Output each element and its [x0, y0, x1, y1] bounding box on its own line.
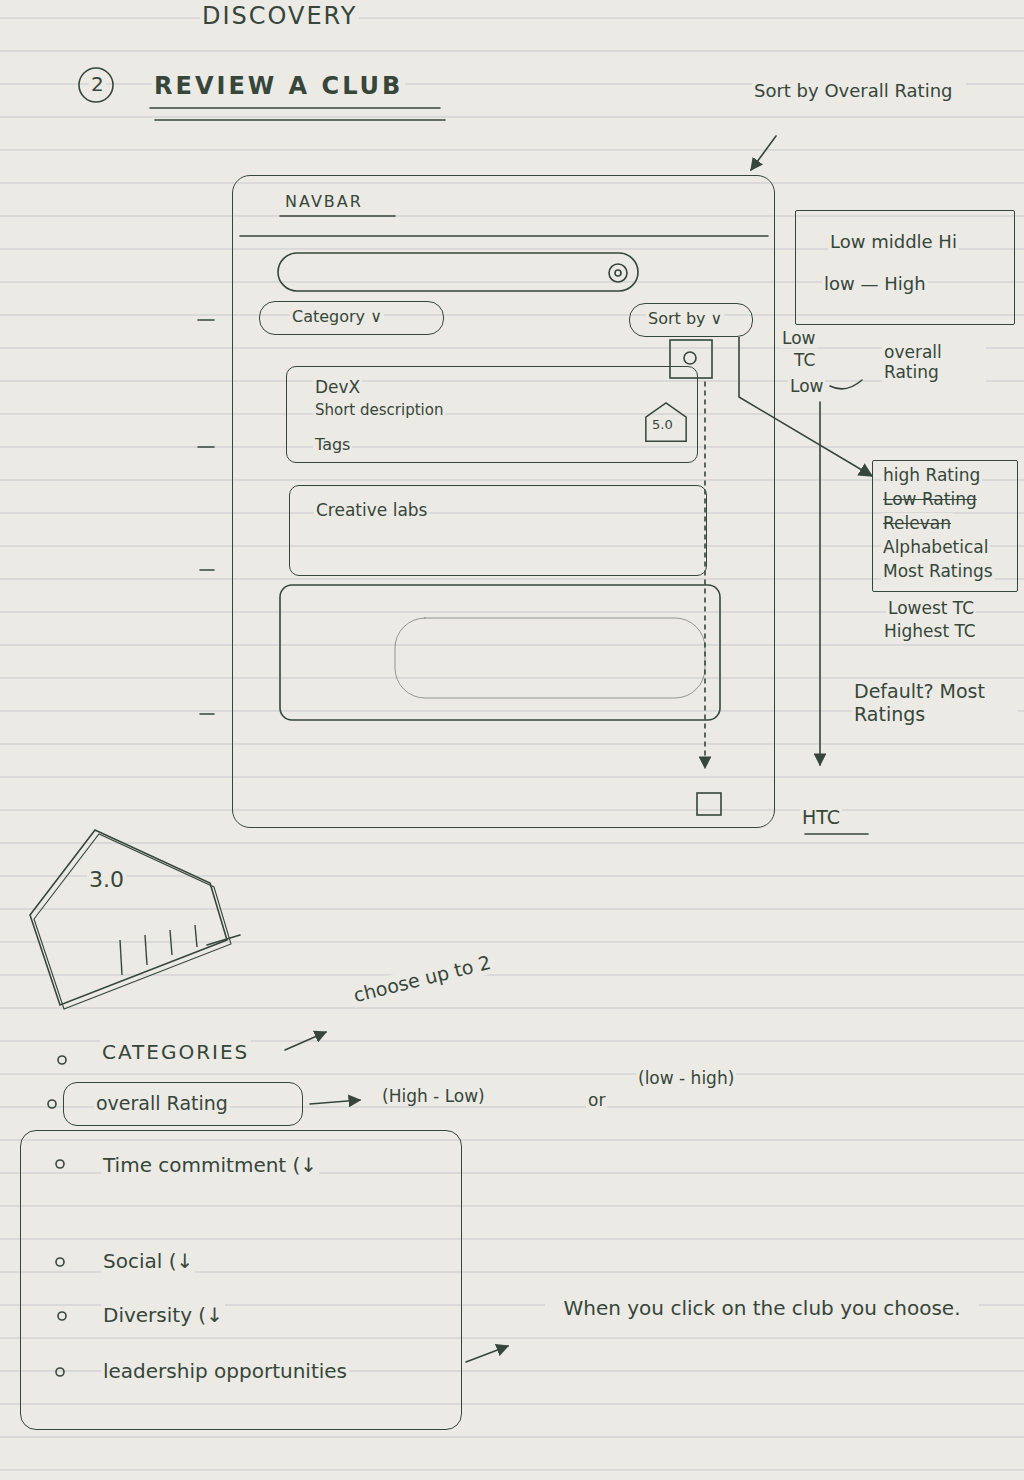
page-title: REVIEW A CLUB [152, 72, 405, 101]
pentagon-shape [30, 830, 227, 1005]
leader-arrow [751, 136, 776, 170]
bullet [48, 1100, 56, 1108]
margin-ticks [198, 320, 214, 714]
pentagon-hatch [170, 930, 172, 955]
pentagon-shadow [34, 834, 231, 1009]
node-text: Social (↓ [101, 1249, 195, 1273]
callout-number: 2 [89, 72, 106, 96]
leader-arrow [310, 1100, 360, 1104]
leader-arrow [466, 1346, 508, 1362]
node-text: high Rating [881, 465, 982, 485]
sort-option: Lowest TC [886, 598, 976, 618]
annotation: Default? Most Ratings [852, 680, 1018, 726]
filter-icon [684, 352, 696, 364]
scale-label: HTC [800, 806, 842, 829]
bullet [56, 1368, 64, 1376]
scale-label: TC [792, 350, 817, 370]
ruled-lines [0, 18, 1024, 1470]
scroll-arrow [704, 382, 706, 768]
rating-scale-box: Low middle Hi low — High [795, 210, 1015, 325]
search-icon [615, 270, 621, 276]
club-card: Creative labs [289, 485, 707, 576]
sort-option: Highest TC [882, 621, 978, 641]
node-text: Category ∨ [290, 307, 384, 326]
category-dropdown: Category ∨ [259, 301, 444, 335]
sort-dropdown: Sort by ∨ [629, 303, 753, 337]
title-underline [150, 108, 445, 120]
leader-arrow [285, 1032, 326, 1050]
scale-label: Low [780, 328, 817, 348]
htc-underline [805, 833, 868, 835]
scroll-square [697, 793, 721, 815]
pentagon-hatch [195, 925, 197, 947]
card-scribble [395, 618, 705, 698]
search-icon [609, 264, 627, 282]
bullet [58, 1312, 66, 1320]
pentagon-hatch [145, 935, 147, 965]
node-text: Relevan [881, 513, 953, 533]
scale-label: Low [788, 376, 825, 396]
node-text: 5.0 [650, 417, 675, 433]
page-section: DISCOVERY [200, 2, 359, 31]
phone-frame: NAVBAR Category ∨ Sort by ∨ DevX Short descr… [232, 175, 775, 828]
criteria-item-box: overall Rating [63, 1082, 303, 1126]
number-circle [79, 68, 113, 102]
scale-curve [830, 380, 862, 389]
flow-arrow [739, 337, 872, 476]
node-text: Time commitment (↓ [101, 1153, 319, 1177]
rating-badge: 5.0 [642, 402, 690, 442]
club-card-empty [280, 585, 720, 720]
scale-arrow [819, 402, 821, 765]
rating-pentagon: 3.0 [25, 825, 235, 1010]
node-text: leadership opportunities [101, 1359, 349, 1383]
annotation: When you click on the club you choose. [545, 1296, 979, 1320]
node-text: DevX [313, 377, 362, 397]
filter-icon [670, 340, 712, 378]
club-card: DevX Short descriptionTags 5.0 [286, 366, 698, 463]
annotation: (High - Low) [380, 1086, 487, 1106]
node-text: Tags [313, 435, 352, 454]
navbar-divider [240, 235, 768, 237]
node-text: low — High [822, 273, 928, 295]
node-text: 3.0 [87, 867, 126, 893]
node-text: overall Rating [94, 1092, 230, 1115]
navbar-underline [280, 215, 395, 217]
annotation: (low - high) [636, 1068, 736, 1088]
criteria-group-box: Time commitment (↓ Social (↓ Diversity (↓ l… [20, 1130, 462, 1430]
annotation: Sort by Overall Rating [752, 80, 966, 102]
node-text: Low Rating [881, 489, 979, 509]
node-text: Alphabetical [881, 537, 990, 557]
search-bar [278, 253, 638, 291]
pentagon-outline [25, 825, 235, 1010]
node-text: Creative labs [314, 500, 429, 520]
node-text: Sort by ∨ [646, 309, 724, 328]
house-shape [646, 403, 686, 441]
annotation: choose up to 2 [349, 950, 495, 1007]
node-text: Diversity (↓ [101, 1303, 225, 1327]
pentagon-stroke [207, 935, 240, 945]
sketch-strokes [48, 68, 868, 1376]
bullet [58, 1056, 66, 1064]
pentagon-hatch [120, 940, 122, 975]
node-text: Most Ratings [881, 561, 995, 581]
bullet [56, 1258, 64, 1266]
node-text: NAVBAR [283, 192, 365, 211]
bullet-item: CATEGORIES [100, 1040, 251, 1064]
node-text: Short description [313, 401, 445, 419]
annotation: overall Rating [882, 342, 986, 383]
node-text: Low middle Hi [828, 231, 959, 253]
annotation: or [586, 1090, 607, 1110]
bullet [56, 1160, 64, 1168]
sort-options-box: high RatingLow RatingRelevanAlphabetical… [872, 460, 1018, 592]
